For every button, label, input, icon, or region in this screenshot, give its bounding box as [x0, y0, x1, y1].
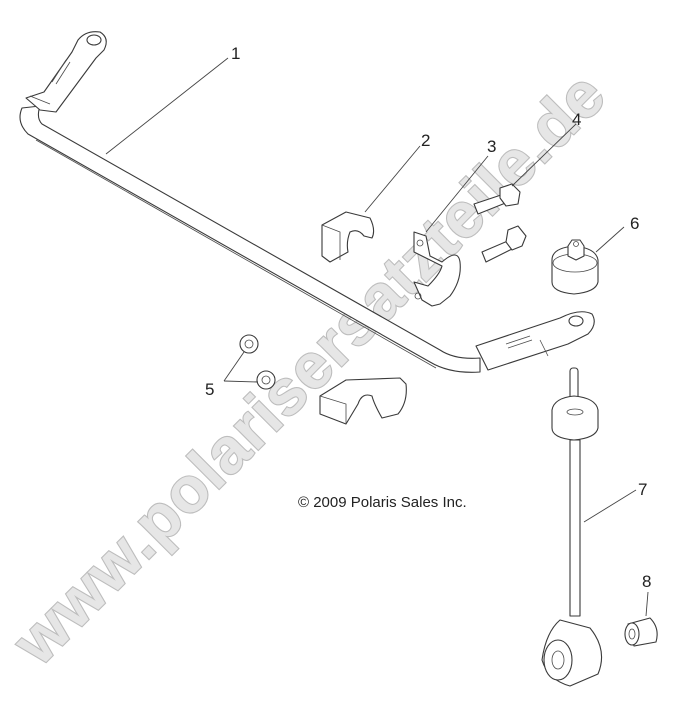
bolt-lower[interactable]: [481, 225, 527, 263]
callout-6: 6: [630, 214, 639, 233]
callout-4: 4: [572, 110, 581, 129]
callout-7: 7: [638, 480, 647, 499]
watermark: www.polarisersatzteile.de: [0, 57, 620, 680]
leader-lines: [105, 57, 649, 617]
bushing-upper[interactable]: [321, 211, 375, 263]
callouts: 1 2 3 4 5 6 7 8: [205, 44, 651, 591]
callout-3: 3: [487, 137, 496, 156]
callout-5: 5: [205, 380, 214, 399]
bushing-with-bolt[interactable]: [551, 239, 599, 295]
link-rod[interactable]: [541, 367, 603, 687]
spacer-bushing[interactable]: [624, 617, 658, 647]
nut-upper[interactable]: [239, 334, 259, 354]
bracket-clamp[interactable]: [413, 231, 461, 307]
callout-8: 8: [642, 572, 651, 591]
copyright-notice: © 2009 Polaris Sales Inc.: [298, 494, 467, 511]
nut-lower[interactable]: [256, 370, 276, 390]
bushing-lower[interactable]: [319, 377, 407, 425]
callout-1: 1: [231, 44, 240, 63]
callout-2: 2: [421, 131, 430, 150]
watermark-text: www.polarisersatzteile.de: [0, 58, 619, 679]
bolt-upper[interactable]: [473, 183, 521, 215]
stabilizer-bar[interactable]: [19, 31, 595, 373]
